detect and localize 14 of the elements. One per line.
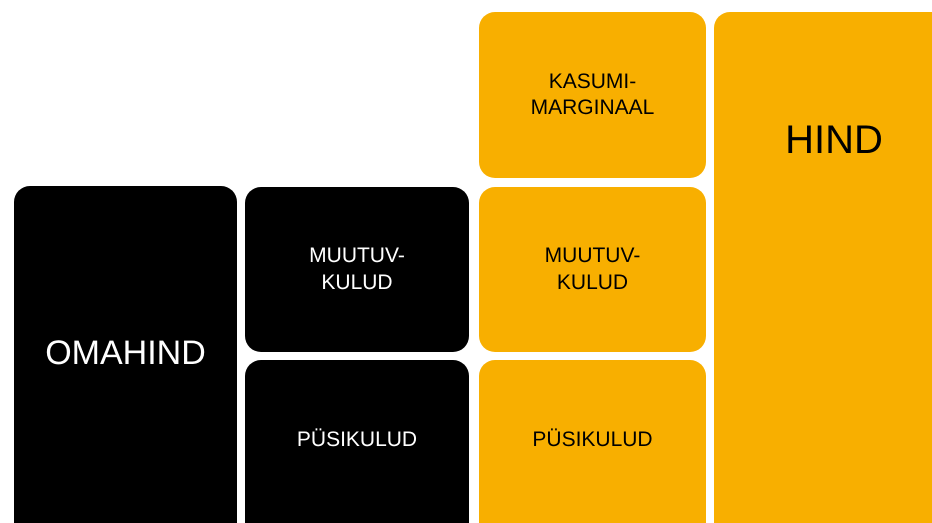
variable-costs-box (479, 187, 706, 352)
fixed-costs-box (245, 360, 469, 523)
cost-price-box (14, 186, 237, 523)
box-label: PÜSIKULUD (296, 426, 418, 453)
variable-costs-box (245, 187, 469, 352)
box-label: PÜSIKULUD (532, 426, 653, 453)
fixed-costs-box (479, 360, 706, 523)
box-label: MUUTUV- KULUD (544, 243, 642, 296)
box-label: OMAHIND (45, 332, 206, 374)
profit-margin-box (479, 12, 706, 178)
box-label: HIND (785, 117, 883, 164)
box-label: MUUTUV- KULUD (308, 243, 406, 296)
box-label: KASUMI- MARGINAAL (530, 68, 656, 121)
price-box (714, 12, 932, 523)
